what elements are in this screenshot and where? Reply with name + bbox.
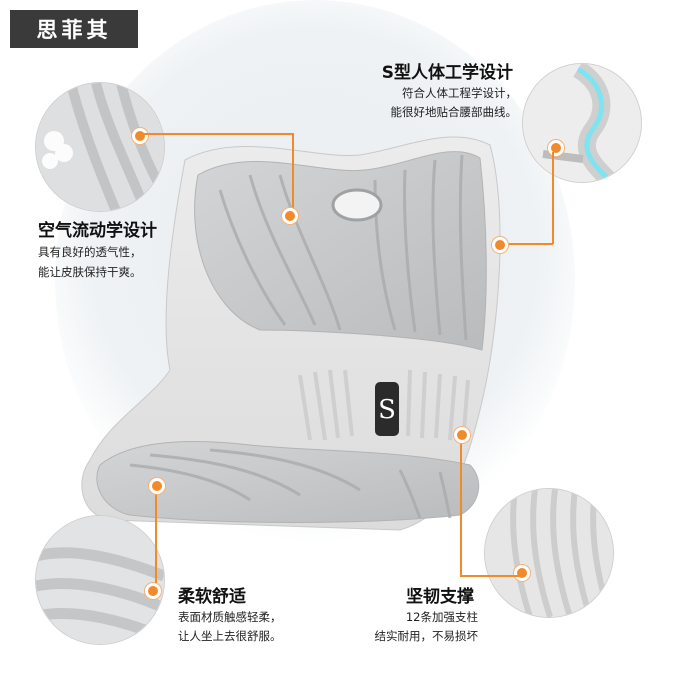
s-letter-logo-icon: S [378,395,396,425]
airflow-detail-image [35,82,165,212]
s-shape-desc-line1: 符合人体工程学设计， [402,86,517,100]
s-shape-title: S型人体工学设计 [381,63,513,83]
support-title: 坚韧支撑 [406,587,474,607]
airflow-title: 空气流动学设计 [38,221,157,241]
callout-dot-icon [282,208,298,224]
callout-dot-icon [132,128,148,144]
soft-connector-v [155,488,157,583]
support-connector-h [460,575,524,577]
airflow-connector-h [143,133,293,135]
soft-detail-image [35,515,165,645]
callout-dot-icon [492,237,508,253]
airflow-desc-line2: 能让皮肤保持干爽。 [38,265,142,279]
s-shape-desc-line2: 能很好地贴合腰部曲线。 [390,105,518,119]
seat-product-image: S [81,136,501,531]
support-desc-line2: 结实耐用，不易损坏 [374,629,479,643]
airflow-connector-v [292,133,294,213]
callout-dot-icon [514,565,530,581]
soft-desc-line1: 表面材质触感轻柔， [178,610,282,624]
airflow-desc-line1: 具有良好的透气性， [38,245,142,259]
s-curve-detail-image [522,63,642,183]
s-shape-connector-v [552,152,554,244]
support-connector-v [460,433,462,575]
s-shape-connector-h [502,243,553,245]
support-detail-image [484,488,614,618]
soft-desc-line2: 让人坐上去很舒服。 [178,629,282,643]
callout-dot-icon [548,140,564,156]
callout-dot-icon [149,478,165,494]
support-desc-line1: 12条加强支柱 [405,610,478,624]
callout-dot-icon [454,427,470,443]
soft-title: 柔软舒适 [178,587,246,607]
callout-dot-icon [145,583,161,599]
brand-logo: 思菲其 [10,10,138,48]
brand-logo-text: 思菲其 [36,17,112,42]
